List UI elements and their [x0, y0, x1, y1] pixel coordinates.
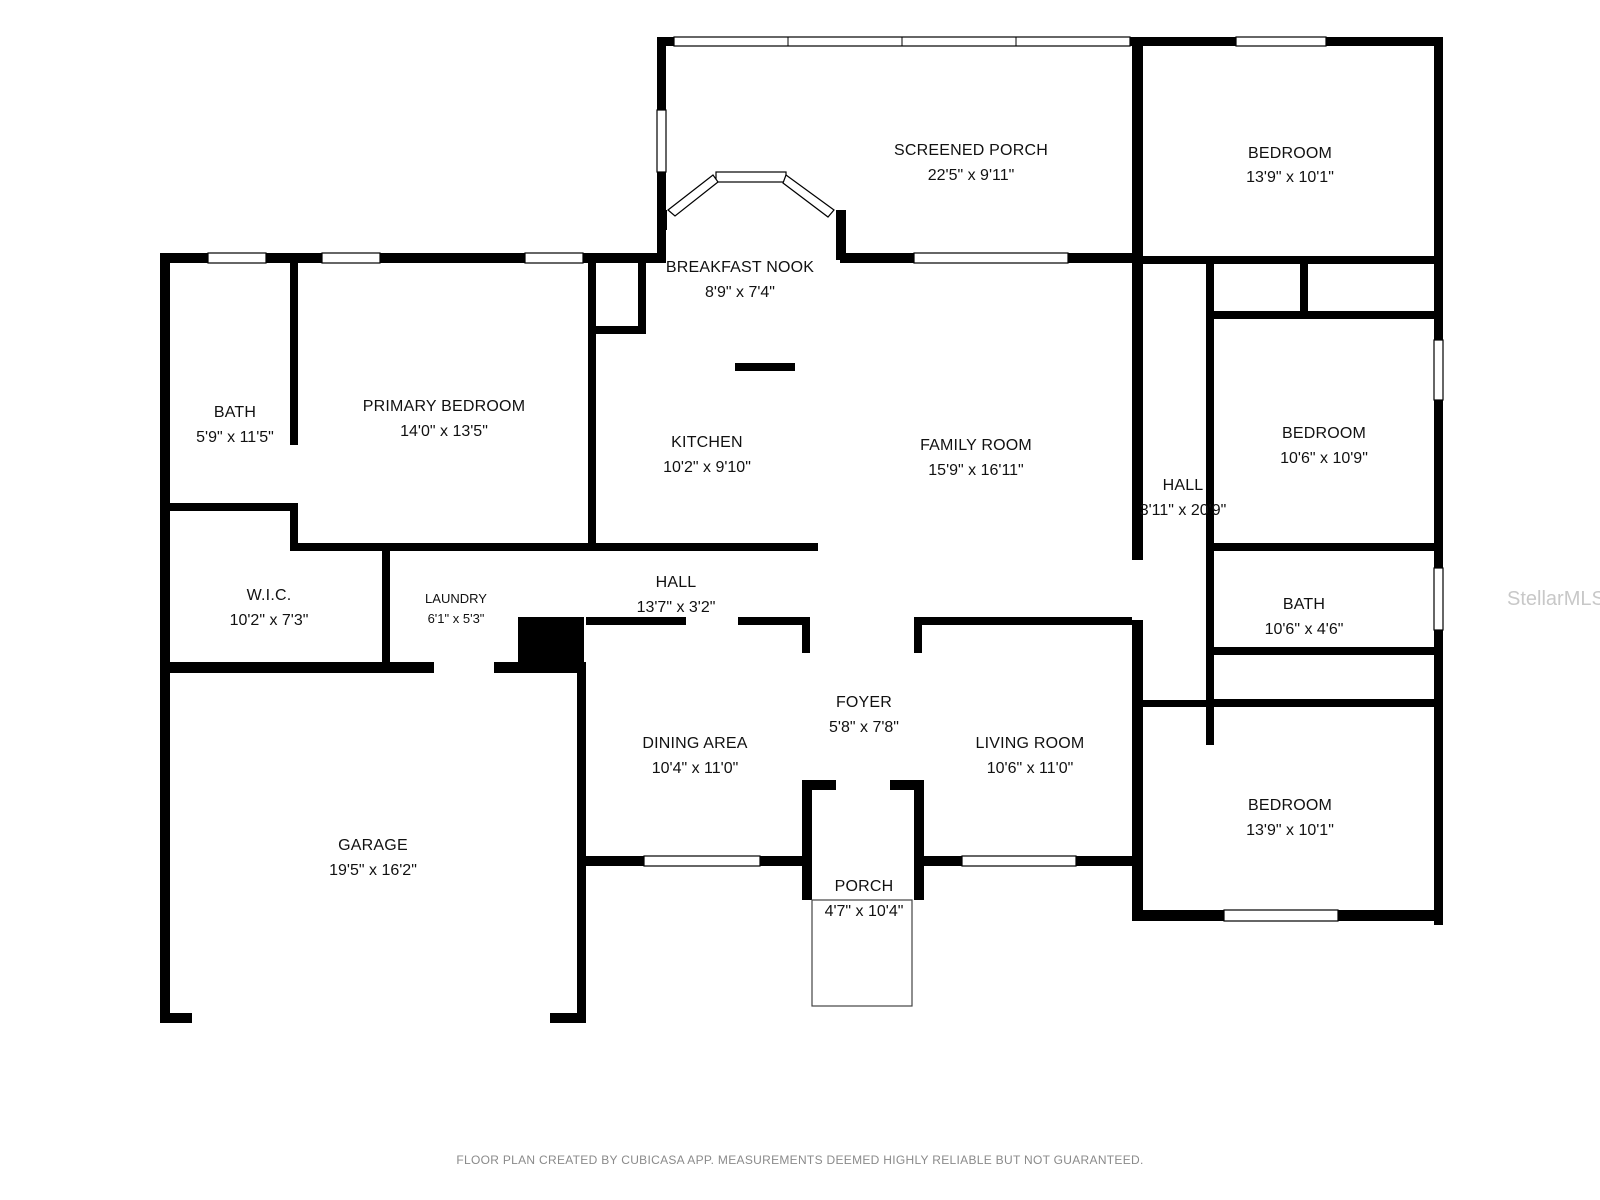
- laundry-dim: 6'1" x 5'3": [428, 611, 485, 626]
- footer-disclaimer: FLOOR PLAN CREATED BY CUBICASA APP. MEAS…: [456, 1153, 1144, 1167]
- wic-dim: 10'2" x 7'3": [230, 612, 309, 629]
- bedroom-e-name: BEDROOM: [1282, 425, 1366, 442]
- bedroom-ne-dim: 13'9" x 10'1": [1246, 169, 1334, 186]
- hall-e-name: HALL: [1163, 477, 1204, 494]
- screened-porch-name: SCREENED PORCH: [894, 142, 1048, 159]
- hall-c-dim: 13'7" x 3'2": [637, 599, 716, 616]
- hall-c-name: HALL: [656, 574, 697, 591]
- windows: [207, 36, 1444, 922]
- bath-w-dim: 5'9" x 11'5": [196, 429, 274, 446]
- primary-bedroom-name: PRIMARY BEDROOM: [363, 398, 525, 415]
- porch-name: PORCH: [835, 878, 894, 895]
- bay-window: [667, 171, 835, 218]
- bedroom-se-name: BEDROOM: [1248, 797, 1332, 814]
- family-room-name: FAMILY ROOM: [920, 437, 1032, 454]
- breakfast-nook-dim: 8'9" x 7'4": [705, 284, 775, 301]
- dining-area-dim: 10'4" x 11'0": [652, 760, 739, 777]
- bath-e-dim: 10'6" x 4'6": [1265, 621, 1344, 638]
- openings: [192, 560, 1143, 1023]
- kitchen-dim: 10'2" x 9'10": [663, 459, 751, 476]
- living-room-dim: 10'6" x 11'0": [987, 760, 1074, 777]
- room-labels: SCREENED PORCH 22'5" x 9'11" BEDROOM 13'…: [196, 142, 1368, 920]
- living-room-name: LIVING ROOM: [976, 735, 1085, 752]
- kitchen-name: KITCHEN: [671, 434, 743, 451]
- garage-dim: 19'5" x 16'2": [329, 862, 417, 879]
- foyer-name: FOYER: [836, 694, 892, 711]
- bath-e-name: BATH: [1283, 596, 1325, 613]
- bedroom-se-dim: 13'9" x 10'1": [1246, 822, 1334, 839]
- bath-w-name: BATH: [214, 404, 256, 421]
- wic-name: W.I.C.: [247, 587, 292, 604]
- stellarmls-watermark: StellarMLS: [1507, 588, 1600, 610]
- screened-porch-dim: 22'5" x 9'11": [928, 167, 1015, 184]
- bedroom-ne-name: BEDROOM: [1248, 145, 1332, 162]
- primary-bedroom-dim: 14'0" x 13'5": [400, 423, 488, 440]
- dining-area-name: DINING AREA: [642, 735, 747, 752]
- family-room-dim: 15'9" x 16'11": [928, 462, 1023, 479]
- front-porch-outline: [811, 899, 913, 1007]
- foyer-dim: 5'8" x 7'8": [829, 719, 899, 736]
- porch-dim: 4'7" x 10'4": [825, 903, 904, 920]
- bedroom-e-dim: 10'6" x 10'9": [1280, 450, 1368, 467]
- garage-name: GARAGE: [338, 837, 408, 854]
- laundry-name: LAUNDRY: [425, 591, 487, 606]
- hall-e-dim: 3'11" x 20'9": [1140, 502, 1227, 519]
- breakfast-nook-name: BREAKFAST NOOK: [666, 259, 814, 276]
